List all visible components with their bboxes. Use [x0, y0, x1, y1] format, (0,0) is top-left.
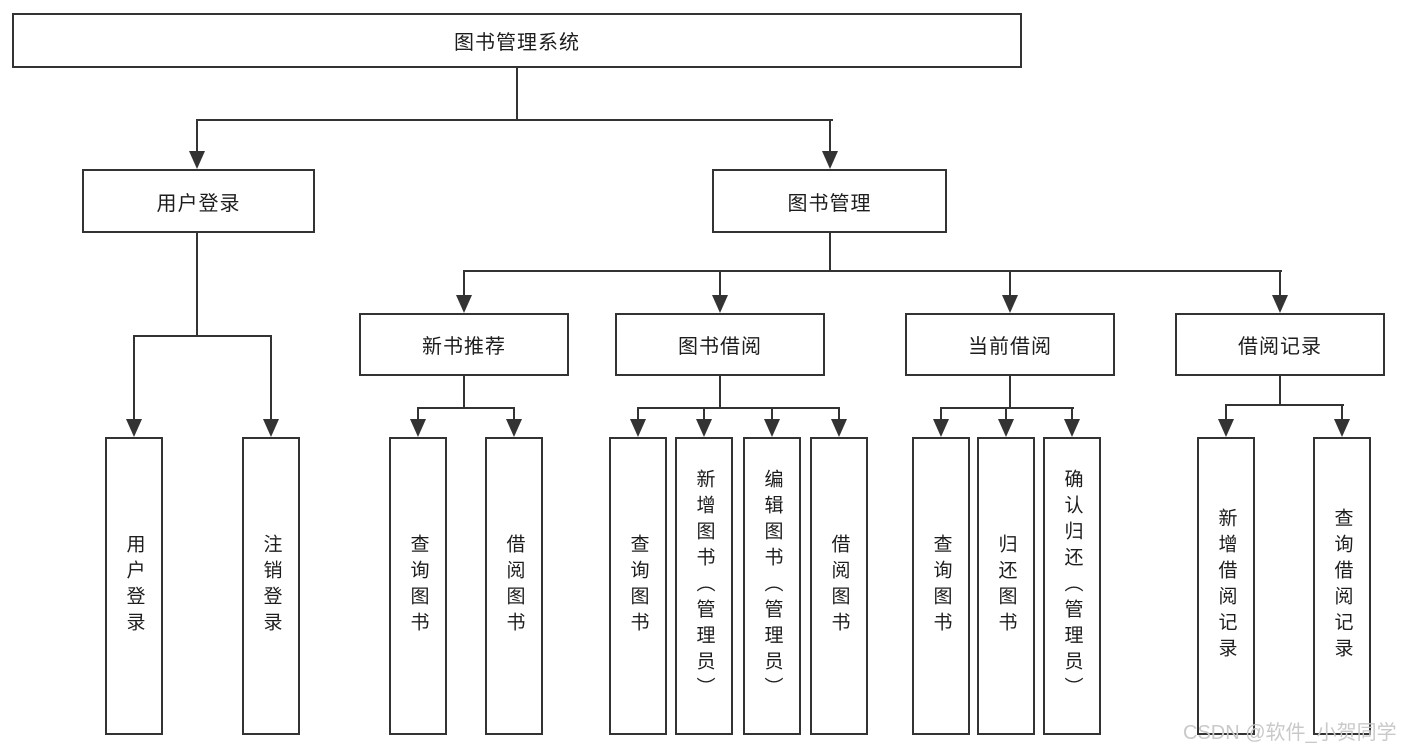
arrow-down-icon [696, 419, 712, 437]
connector-line [829, 233, 831, 272]
connector-line [513, 407, 515, 423]
node-label: 图书管理 [787, 192, 872, 215]
leaf-box-query-borrow-record: 查询借阅记录 [1313, 437, 1371, 735]
leaf-box-query-books-current: 查询图书 [912, 437, 970, 735]
connector-line [270, 335, 272, 423]
leaf-box-add-borrow-record: 新增借阅记录 [1197, 437, 1255, 735]
node-label: 用户登录 [123, 534, 145, 638]
node-box-user-login: 用户登录 [82, 169, 315, 233]
connector-line [703, 407, 705, 423]
connector-line [1279, 270, 1281, 299]
arrow-down-icon [998, 419, 1014, 437]
arrow-down-icon [410, 419, 426, 437]
node-box-borrow-records: 借阅记录 [1175, 313, 1385, 376]
arrow-down-icon [1064, 419, 1080, 437]
node-box-new-book-recommend: 新书推荐 [359, 313, 569, 376]
node-box-book-management: 图书管理 [712, 169, 947, 233]
arrow-down-icon [506, 419, 522, 437]
node-label: 当前借阅 [968, 336, 1052, 358]
node-label: 借阅图书 [828, 534, 850, 638]
arrow-down-icon [764, 419, 780, 437]
connector-line [133, 335, 135, 423]
connector-line [719, 376, 721, 409]
arrow-down-icon [1002, 295, 1018, 313]
node-label: 图书管理系统 [454, 32, 580, 54]
connector-line [196, 119, 833, 121]
arrow-down-icon [630, 419, 646, 437]
connector-line [829, 119, 831, 155]
arrow-down-icon [189, 151, 205, 169]
node-label: 新书推荐 [422, 336, 506, 358]
leaf-box-confirm-return-admin: 确认归还（管理员） [1043, 437, 1101, 735]
connector-line [719, 270, 721, 299]
node-label: 查询图书 [627, 534, 649, 638]
arrow-down-icon [263, 419, 279, 437]
arrow-down-icon [1334, 419, 1350, 437]
node-label: 新增图书（管理员） [693, 469, 715, 703]
arrow-down-icon [822, 151, 838, 169]
connector-line [1009, 270, 1011, 299]
connector-line [463, 270, 1282, 272]
connector-line [133, 335, 272, 337]
connector-line [637, 407, 639, 423]
leaf-box-query-books-recommend: 查询图书 [389, 437, 447, 735]
leaf-box-return-books: 归还图书 [977, 437, 1035, 735]
arrow-down-icon [712, 295, 728, 313]
connector-line [417, 407, 515, 409]
connector-line [1005, 407, 1007, 423]
arrow-down-icon [456, 295, 472, 313]
leaf-box-borrow-books-recommend: 借阅图书 [485, 437, 543, 735]
node-label: 借阅图书 [503, 534, 525, 638]
node-label: 用户登录 [156, 192, 241, 215]
leaf-box-logout: 注销登录 [242, 437, 300, 735]
leaf-box-user-login: 用户登录 [105, 437, 163, 735]
connector-line [771, 407, 773, 423]
connector-line [463, 376, 465, 409]
node-label: 编辑图书（管理员） [761, 469, 783, 703]
node-label: 查询图书 [407, 534, 429, 638]
connector-line [417, 407, 419, 423]
node-label: 归还图书 [995, 534, 1017, 638]
connector-line [196, 233, 198, 337]
leaf-box-borrow-books: 借阅图书 [810, 437, 868, 735]
connector-line [1279, 376, 1281, 405]
connector-line [1225, 404, 1227, 423]
connector-line [463, 270, 465, 299]
node-box-current-borrow: 当前借阅 [905, 313, 1115, 376]
arrow-down-icon [126, 419, 142, 437]
node-label: 注销登录 [260, 534, 282, 638]
leaf-box-edit-books-admin: 编辑图书（管理员） [743, 437, 801, 735]
node-box-library-management-system: 图书管理系统 [12, 13, 1022, 68]
connector-line [1225, 404, 1344, 406]
arrow-down-icon [831, 419, 847, 437]
connector-line [196, 119, 198, 155]
connector-line [637, 407, 840, 409]
connector-line [1009, 376, 1011, 409]
connector-line [838, 407, 840, 423]
arrow-down-icon [933, 419, 949, 437]
arrow-down-icon [1272, 295, 1288, 313]
connector-line [1071, 407, 1073, 423]
node-label: 新增借阅记录 [1215, 508, 1237, 664]
node-label: 查询借阅记录 [1331, 508, 1353, 664]
node-label: 确认归还（管理员） [1061, 469, 1083, 703]
arrow-down-icon [1218, 419, 1234, 437]
csdn-watermark: CSDN @软件_小贺同学 [1183, 722, 1397, 744]
connector-line [940, 407, 942, 423]
node-box-book-borrow: 图书借阅 [615, 313, 825, 376]
connector-line [940, 407, 1074, 409]
connector-line [516, 68, 518, 121]
leaf-box-add-books-admin: 新增图书（管理员） [675, 437, 733, 735]
leaf-box-query-books-borrow: 查询图书 [609, 437, 667, 735]
node-label: 查询图书 [930, 534, 952, 638]
node-label: 图书借阅 [678, 336, 762, 358]
node-label: 借阅记录 [1238, 336, 1322, 358]
connector-line [1341, 404, 1343, 423]
